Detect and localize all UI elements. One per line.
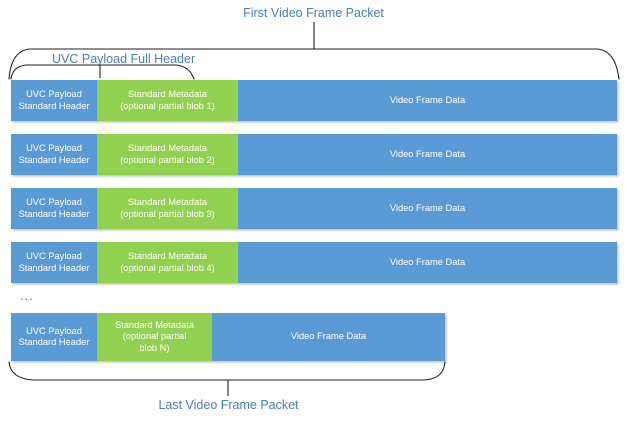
uvc-payload-standard-header-segment: UVC Payload Standard Header xyxy=(11,188,97,229)
video-frame-data-segment: Video Frame Data xyxy=(238,188,617,229)
segment-text-line: Video Frame Data xyxy=(389,256,466,267)
uvc-payload-standard-header-segment: UVC Payload Standard Header xyxy=(11,242,97,283)
video-frame-data-segment: Video Frame Data xyxy=(238,134,617,175)
standard-metadata-segment: Standard Metadata (optional partial blob… xyxy=(97,313,212,361)
last-video-frame-packet-label-wrap: Last Video Frame Packet xyxy=(0,398,457,412)
uvc-payload-full-header-label: UVC Payload Full Header xyxy=(52,52,196,66)
packet-row: UVC Payload Standard Header Standard Met… xyxy=(11,188,617,229)
packet-row: UVC Payload Standard Header Standard Met… xyxy=(11,134,617,175)
segment-text-line: UVC Payload xyxy=(26,325,82,336)
segment-text-line: (optional partial xyxy=(122,331,187,342)
video-frame-data-segment: Video Frame Data xyxy=(238,242,617,283)
segment-text-line: Standard Metadata xyxy=(127,89,208,99)
segment-text-line: blob N) xyxy=(139,342,170,353)
segment-text-line: Video Frame Data xyxy=(389,94,466,105)
segment-text-line: Standard Header xyxy=(18,262,90,273)
segment-text-line: Standard Header xyxy=(18,337,90,347)
video-frame-data-segment: Video Frame Data xyxy=(238,80,617,121)
segment-text-line: Standard Metadata xyxy=(127,143,208,153)
segment-text-line: Standard Header xyxy=(18,100,90,111)
segment-text-line: UVC Payload xyxy=(26,197,82,207)
segment-text-line: Video Frame Data xyxy=(389,148,466,159)
segment-text-line: Standard Metadata xyxy=(127,251,208,261)
segment-text-line: (optional partial blob 3) xyxy=(120,208,215,219)
segment-text-line: (optional partial blob 2) xyxy=(120,154,215,165)
packet-row: UVC Payload Standard Header Standard Met… xyxy=(11,313,445,361)
segment-text-line: UVC Payload xyxy=(26,89,82,99)
packet-row: UVC Payload Standard Header Standard Met… xyxy=(11,80,617,121)
video-frame-data-segment: Video Frame Data xyxy=(212,313,445,361)
uvc-payload-standard-header-segment: UVC Payload Standard Header xyxy=(11,134,97,175)
last-packet-brace xyxy=(8,361,446,381)
segment-text-line: (optional partial blob 4) xyxy=(120,262,215,273)
last-video-frame-packet-label: Last Video Frame Packet xyxy=(158,398,299,412)
packet-row: UVC Payload Standard Header Standard Met… xyxy=(11,242,617,283)
segment-text-line: (optional partial blob 1) xyxy=(120,100,215,111)
segment-text-line: Video Frame Data xyxy=(389,202,466,213)
standard-metadata-segment: Standard Metadata (optional partial blob… xyxy=(97,80,238,121)
standard-metadata-segment: Standard Metadata (optional partial blob… xyxy=(97,134,238,175)
standard-metadata-segment: Standard Metadata (optional partial blob… xyxy=(97,242,238,283)
segment-text-line: Standard Header xyxy=(18,208,90,219)
segment-text-line: Video Frame Data xyxy=(290,331,367,342)
segment-text-line: UVC Payload xyxy=(26,251,82,261)
uvc-payload-standard-header-segment: UVC Payload Standard Header xyxy=(11,80,97,121)
standard-metadata-segment: Standard Metadata (optional partial blob… xyxy=(97,188,238,229)
segment-text-line: Standard Metadata xyxy=(127,197,208,207)
first-video-frame-packet-label: First Video Frame Packet xyxy=(243,6,384,20)
segment-text-line: Standard Header xyxy=(18,154,90,165)
segment-text-line: Standard Metadata xyxy=(114,319,195,330)
uvc-full-header-brace xyxy=(10,64,195,80)
ellipsis-label: ... xyxy=(20,288,34,303)
uvc-payload-standard-header-segment: UVC Payload Standard Header xyxy=(11,313,97,361)
segment-text-line: UVC Payload xyxy=(26,143,82,153)
